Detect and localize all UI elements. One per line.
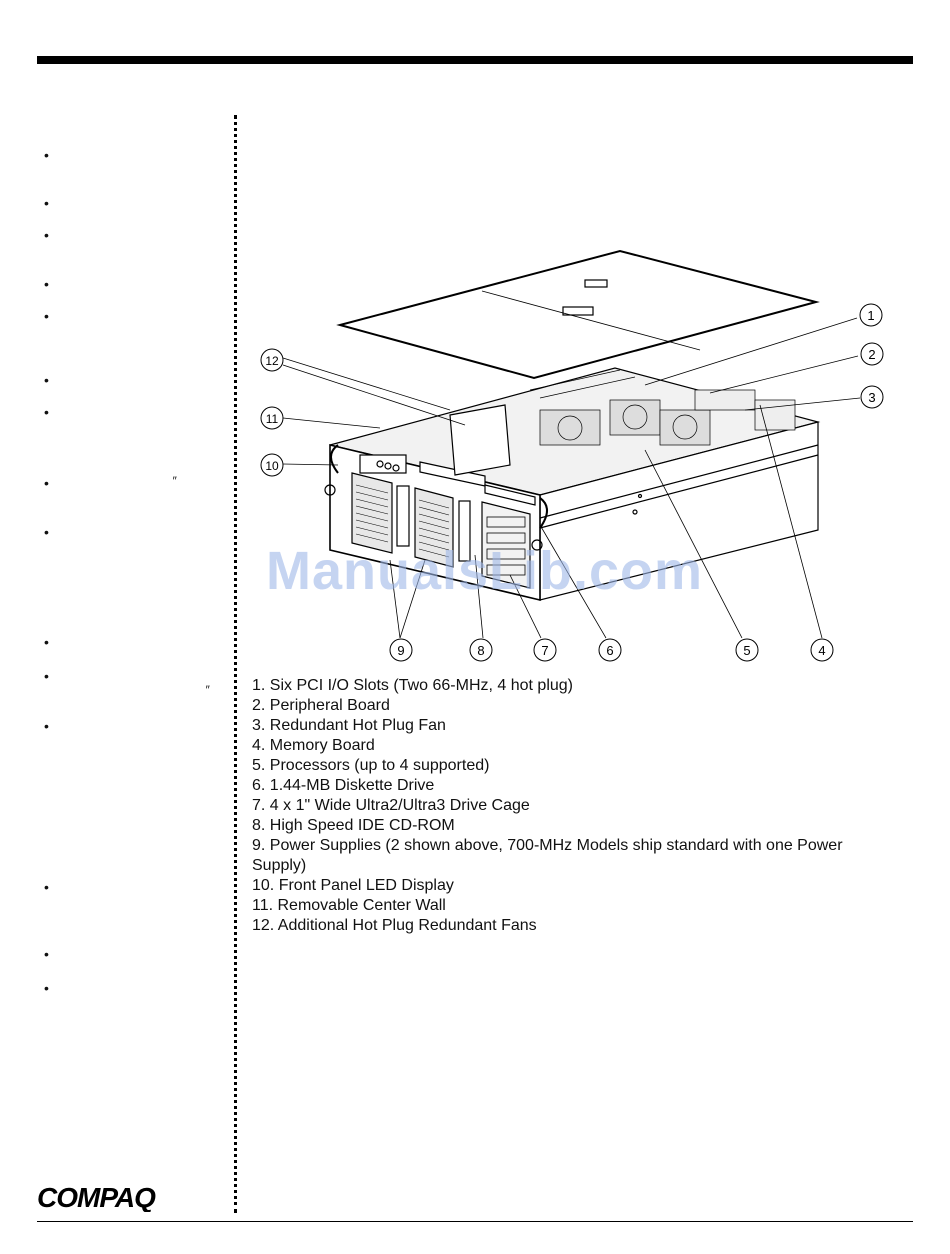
callout-2: 2 — [860, 342, 884, 366]
bullet: • — [44, 946, 49, 962]
quote-mark: ″ — [205, 683, 210, 697]
legend-item: 1. Six PCI I/O Slots (Two 66-MHz, 4 hot … — [252, 677, 573, 694]
bottom-rule — [37, 1221, 913, 1222]
callout-12: 12 — [260, 348, 284, 372]
legend-item: 7. 4 x 1" Wide Ultra2/Ultra3 Drive Cage — [252, 797, 530, 814]
callout-label: 4 — [818, 643, 825, 658]
bullet: • — [44, 372, 49, 388]
sidebar-divider — [234, 115, 237, 1213]
watermark: ManualsLib.com — [266, 541, 704, 601]
logo-text: COMPAQ — [37, 1182, 156, 1212]
callout-4: 4 — [810, 638, 834, 662]
bullet: • — [44, 634, 49, 650]
callout-label: 2 — [868, 347, 875, 362]
bullet: • — [44, 147, 49, 163]
callout-1: 1 — [859, 303, 883, 327]
callout-5: 5 — [735, 638, 759, 662]
callout-3: 3 — [860, 385, 884, 409]
callout-10: 10 — [260, 453, 284, 477]
quote-mark: ″ — [172, 474, 177, 488]
bullet: • — [44, 404, 49, 420]
server-exploded-diagram: 1 2 3 4 5 6 7 8 9 10 11 12 — [260, 249, 884, 662]
callout-9: 9 — [389, 638, 413, 662]
legend-item: 5. Processors (up to 4 supported) — [252, 757, 490, 774]
bullet: • — [44, 475, 49, 491]
legend-item: 3. Redundant Hot Plug Fan — [252, 717, 446, 734]
callout-label: 11 — [266, 412, 279, 426]
legend-item: 4. Memory Board — [252, 737, 375, 754]
drive-cage — [481, 501, 531, 589]
bullet: • — [44, 668, 49, 684]
callout-label: 12 — [265, 354, 279, 368]
legend-item: 10. Front Panel LED Display — [252, 877, 454, 894]
callout-label: 6 — [606, 643, 613, 658]
callout-label: 5 — [743, 643, 750, 658]
callout-label: 9 — [397, 643, 404, 658]
bullet: • — [44, 227, 49, 243]
bullet: • — [44, 195, 49, 211]
callout-label: 1 — [867, 308, 874, 323]
power-supply-2 — [414, 487, 454, 568]
bullet: • — [44, 718, 49, 734]
callout-label: 3 — [868, 390, 875, 405]
legend-item: 12. Additional Hot Plug Redundant Fans — [252, 917, 537, 934]
callout-6: 6 — [598, 638, 622, 662]
component-legend: 1. Six PCI I/O Slots (Two 66-MHz, 4 hot … — [252, 676, 872, 936]
legend-item: 8. High Speed IDE CD-ROM — [252, 817, 455, 834]
legend-item: 11. Removable Center Wall — [252, 897, 446, 914]
callout-11: 11 — [260, 406, 284, 430]
sidebar-bullets: • • • • • • • • • • • • • • • ″ ″ — [0, 0, 230, 1254]
legend-item: 2. Peripheral Board — [252, 697, 390, 714]
bullet: • — [44, 276, 49, 292]
bullet: • — [44, 980, 49, 996]
callout-7: 7 — [533, 638, 557, 662]
callout-8: 8 — [469, 638, 493, 662]
top-rule — [37, 56, 913, 64]
callout-label: 10 — [265, 459, 279, 473]
power-supply-1 — [351, 472, 393, 554]
bullet: • — [44, 308, 49, 324]
legend-item: 9. Power Supplies (2 shown above, 700-MH… — [252, 837, 843, 874]
compaq-logo: COMPAQ — [37, 1182, 157, 1212]
callout-label: 8 — [477, 643, 484, 658]
bullet: • — [44, 879, 49, 895]
legend-item: 6. 1.44-MB Diskette Drive — [252, 777, 435, 794]
bullet: • — [44, 524, 49, 540]
callout-label: 7 — [541, 643, 548, 658]
